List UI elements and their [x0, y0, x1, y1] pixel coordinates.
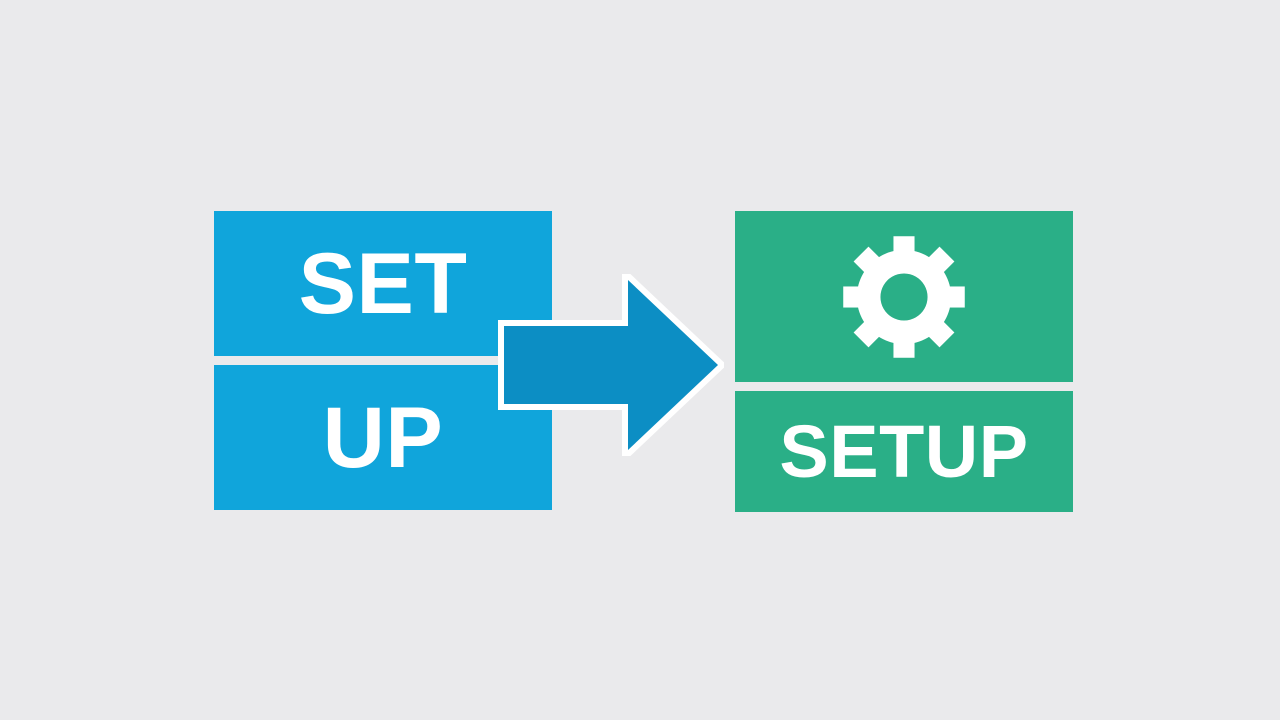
- joined-word-card[interactable]: SETUP: [735, 211, 1073, 512]
- card-divider: [214, 356, 552, 365]
- card-divider: [735, 382, 1073, 391]
- card-panel-icon: [735, 211, 1073, 382]
- card-panel-bottom: SETUP: [735, 391, 1073, 512]
- split-word-card[interactable]: SET UP: [214, 211, 552, 510]
- setup-word-label: SETUP: [779, 409, 1029, 493]
- set-word-label: SET: [298, 235, 468, 332]
- gear-icon: [843, 235, 965, 358]
- up-word-label: UP: [322, 389, 444, 486]
- card-panel-bottom: UP: [214, 365, 552, 510]
- right-arrow-icon: [498, 274, 724, 456]
- card-panel-top: SET: [214, 211, 552, 356]
